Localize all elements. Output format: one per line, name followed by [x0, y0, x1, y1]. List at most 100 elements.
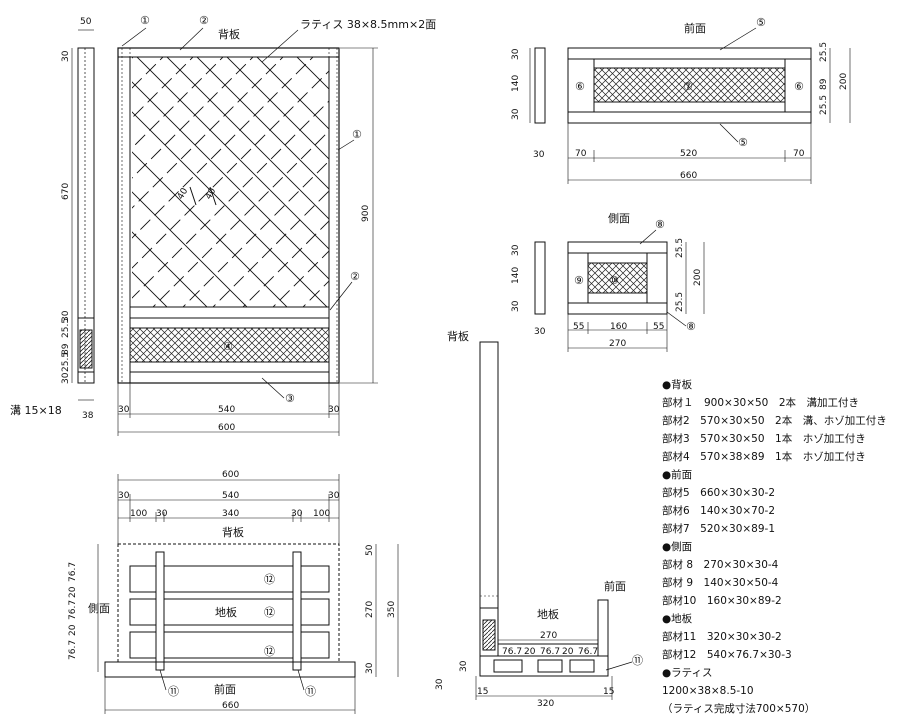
callout-12-b: ⑫ [264, 606, 275, 619]
dim-floor-30c: 30 [365, 662, 375, 674]
dim-side-30a: 30 [511, 244, 521, 256]
callout-5-bottom: ⑤ [738, 136, 748, 149]
leader-8-bottom [666, 311, 687, 327]
dim-side-160: 160 [610, 322, 627, 332]
floor-top-dims [117, 474, 340, 544]
parts-list-item: ●側面 [662, 541, 693, 553]
dim-side-30-side: 30 [534, 327, 546, 337]
dim-side-25a: 25.5 [675, 238, 685, 258]
callout-7: ⑦ [683, 80, 693, 93]
callout-2-right: ② [350, 270, 360, 283]
parts-list-item: 部材11 320×30×30-2 [662, 631, 782, 643]
dim-side-140: 140 [511, 267, 521, 284]
parts-list-item: 部材4 570×38×89 1本 ホゾ加工付き [662, 451, 866, 463]
groove-note: 溝 15×18 [10, 404, 62, 417]
dim-front-30a: 30 [511, 48, 521, 60]
dim-sec-270: 270 [540, 631, 557, 641]
dim-floor-100r: 100 [313, 509, 330, 519]
parts-list-item: 部材10 160×30×89-2 [662, 595, 782, 607]
callout-6-right: ⑥ [794, 80, 804, 93]
dim-front-70r: 70 [793, 149, 805, 159]
dim-front-660: 660 [680, 171, 697, 181]
dim-front-30b: 30 [511, 108, 521, 120]
floor-side-dims [97, 544, 399, 714]
dim-front-140: 140 [511, 75, 521, 92]
parts-list-item: 部材7 520×30×89-1 [662, 523, 776, 535]
callout-1-right: ① [352, 128, 362, 141]
back-panel-dims [117, 47, 378, 436]
section-dims [475, 639, 613, 700]
dim-post-30b: 30 [61, 310, 71, 322]
callout-8-top: ⑧ [655, 218, 665, 231]
callout-6-left: ⑥ [575, 80, 585, 93]
parts-list-item: 部材5 660×30×30-2 [662, 487, 776, 499]
parts-list-item: ●地板 [662, 613, 693, 625]
floor-side-label: 側面 [88, 602, 110, 615]
dim-side-55l: 55 [573, 322, 584, 332]
leader-11-right [297, 669, 305, 691]
dim-floor-30l: 30 [118, 491, 130, 501]
lattice-leader [261, 29, 299, 63]
callout-8-bottom: ⑧ [686, 320, 696, 333]
dim-sec-15l: 15 [477, 687, 488, 697]
front-title: 前面 [684, 21, 706, 35]
dim-sec-20a: 20 [524, 647, 536, 657]
dim-floor-20b: 20 [68, 624, 78, 636]
dim-floor-50: 50 [365, 544, 375, 556]
dim-floor-340: 340 [222, 509, 239, 519]
parts-list-item: 部材 8 270×30×30-4 [662, 559, 779, 571]
front-dims [567, 48, 851, 184]
back-panel-title: 背板 [218, 27, 240, 41]
leader-2-right [329, 281, 353, 311]
leader-11-left [159, 669, 167, 691]
dim-side-30b: 30 [511, 300, 521, 312]
parts-list-item: ●背板 [662, 379, 693, 391]
dim-side-200: 200 [693, 269, 703, 286]
dim-front-30-side: 30 [533, 150, 545, 160]
callout-4: ④ [223, 340, 233, 353]
parts-list-item: ●ラティス [662, 667, 713, 679]
dim-sec-30a: 30 [459, 660, 469, 672]
dim-floor-76c: 76.7 [68, 640, 78, 660]
dim-front-520: 520 [680, 149, 697, 159]
dim-post-38: 38 [82, 411, 94, 421]
dim-front-70l: 70 [575, 149, 587, 159]
dim-floor-30r: 30 [328, 491, 340, 501]
floor-center-label: 地板 [215, 605, 237, 619]
lattice-pattern [132, 57, 329, 307]
lattice-dim-line-a [189, 186, 197, 206]
parts-list-item: ●前面 [662, 469, 693, 481]
dim-front-89: 89 [819, 78, 829, 90]
dim-front-25a: 25.5 [819, 42, 829, 62]
section-view [479, 341, 609, 677]
dim-post-89: 89 [61, 343, 71, 355]
dim-back-30r: 30 [328, 405, 340, 415]
leader-5-bottom [719, 123, 739, 143]
dim-sec-76a: 76.7 [502, 647, 522, 657]
callout-9: ⑨ [574, 274, 584, 287]
leader-11-section [605, 661, 633, 671]
section-front-label: 前面 [604, 579, 626, 593]
callout-12-a: ⑫ [264, 573, 275, 586]
dim-post-25a: 25.5 [61, 318, 71, 338]
callout-11-left: ⑪ [168, 685, 179, 698]
callout-11-section: ⑪ [632, 654, 643, 667]
dim-post-25b: 25.5 [61, 352, 71, 372]
front-side-section [529, 47, 546, 124]
floor-front-label: 前面 [214, 682, 236, 696]
side-panel-view [567, 241, 668, 315]
leader-5-top [719, 27, 757, 51]
dim-sec-30b: 30 [435, 678, 445, 690]
dim-side-270: 270 [609, 339, 626, 349]
dim-back-540: 540 [218, 405, 235, 415]
lattice-dim-b: 40 [204, 186, 219, 201]
callout-2-top: ② [199, 14, 209, 27]
dim-floor-30a: 30 [156, 509, 168, 519]
side-dims [567, 242, 705, 352]
dim-floor-100l: 100 [130, 509, 147, 519]
dim-post-30c: 30 [61, 372, 71, 384]
parts-list-item: 部材12 540×76.7×30-3 [662, 649, 792, 661]
dim-back-600: 600 [218, 423, 235, 433]
dim-back-900: 900 [361, 205, 371, 222]
